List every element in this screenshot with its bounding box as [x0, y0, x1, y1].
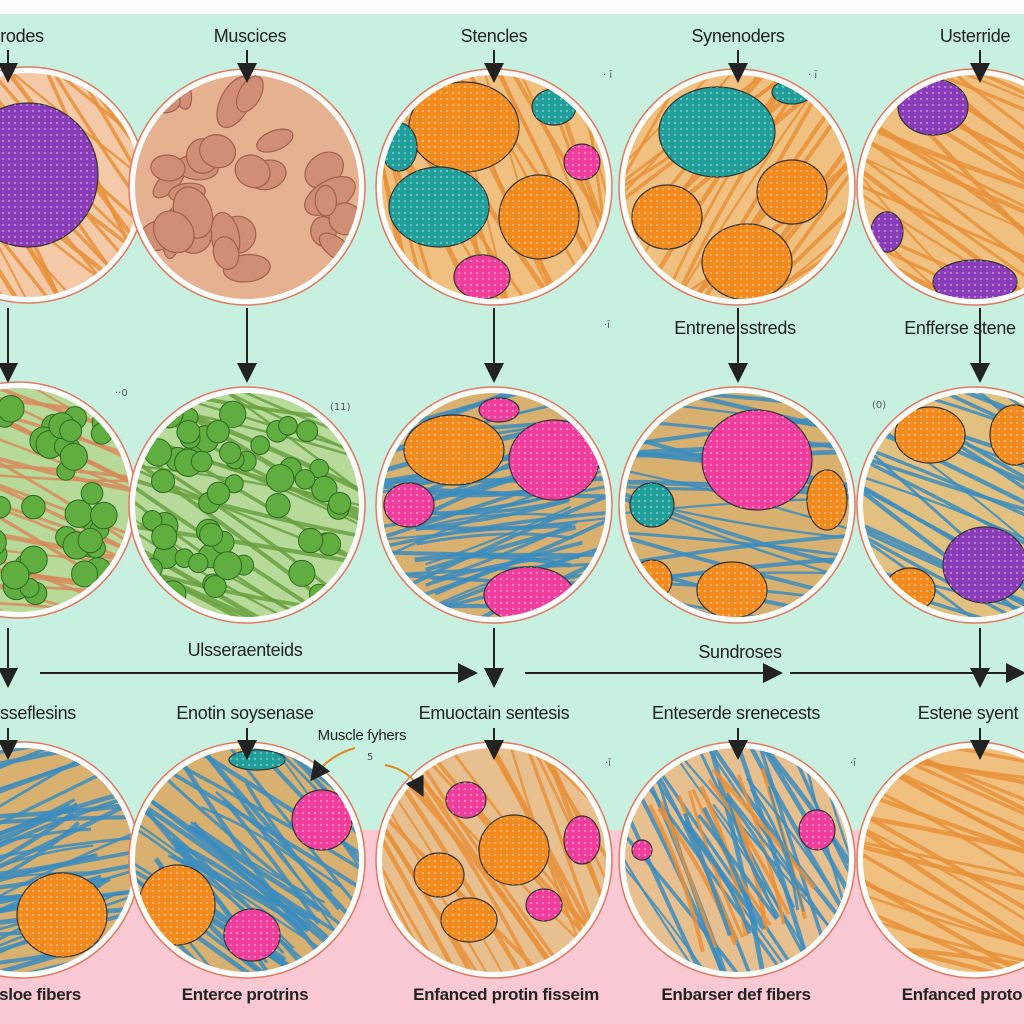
tissue-circle-13: [375, 741, 613, 979]
bottom-label-1: sloe fibers: [0, 985, 81, 1004]
marker-2: · ı̄: [808, 70, 818, 81]
tissue-circle-2: [128, 68, 366, 306]
marker-8: ·ı̄: [850, 758, 856, 769]
marker-3: ··0: [115, 388, 128, 399]
row3-label-3: Emuoctain sentesis: [418, 703, 570, 723]
row1-label-1: rodes: [0, 26, 44, 46]
annotation-arrow-right: [384, 764, 424, 798]
tissue-circle-9: [618, 386, 856, 624]
row1-label-2: Muscices: [213, 26, 287, 46]
marker-7: ·ı̄: [605, 758, 611, 769]
marker-4: (11): [330, 402, 351, 413]
marker-6: 5: [367, 752, 374, 763]
marker-1: · ı̄: [603, 70, 613, 81]
tissue-circle-11: [0, 741, 141, 979]
tissue-circle-14: [618, 741, 856, 979]
row3-label-1: sseflesins: [0, 703, 77, 723]
annotation-arrow-left: [310, 747, 356, 782]
row2-label-1: Entrene sstreds: [674, 318, 796, 338]
bottom-label-5: Enfanced proto: [901, 985, 1023, 1004]
marker-5: (0): [872, 400, 887, 411]
tissue-circle-10: [856, 386, 1024, 624]
row2-label-2: Enfferse stene: [904, 318, 1016, 338]
connector-label-1: Ulsseraenteids: [187, 640, 303, 660]
row1-label-5: Usterride: [939, 26, 1011, 46]
row3-label-2: Enotin soysenase: [176, 703, 314, 723]
tissue-circle-3: [375, 68, 613, 306]
bottom-label-2: Enterce protrins: [181, 985, 309, 1004]
bottom-label-3: Enfanced protin fisseim: [413, 985, 599, 1004]
row1-label-3: Stencles: [460, 26, 528, 46]
top-white-strip: [0, 0, 1024, 14]
bottom-label-4: Enbarser def fibers: [661, 985, 811, 1004]
marker-9: ·ı̄: [604, 320, 610, 331]
row3-label-5: Estene syent: [917, 703, 1019, 723]
connector-label-2: Sundroses: [698, 642, 782, 662]
row3-label-4: Enteserde srenecests: [651, 703, 821, 723]
muscle-fibers-annotation: Muscle fyhers: [317, 727, 407, 744]
tissue-circle-5: [856, 68, 1024, 306]
row1-label-4: Synenoders: [691, 26, 785, 46]
